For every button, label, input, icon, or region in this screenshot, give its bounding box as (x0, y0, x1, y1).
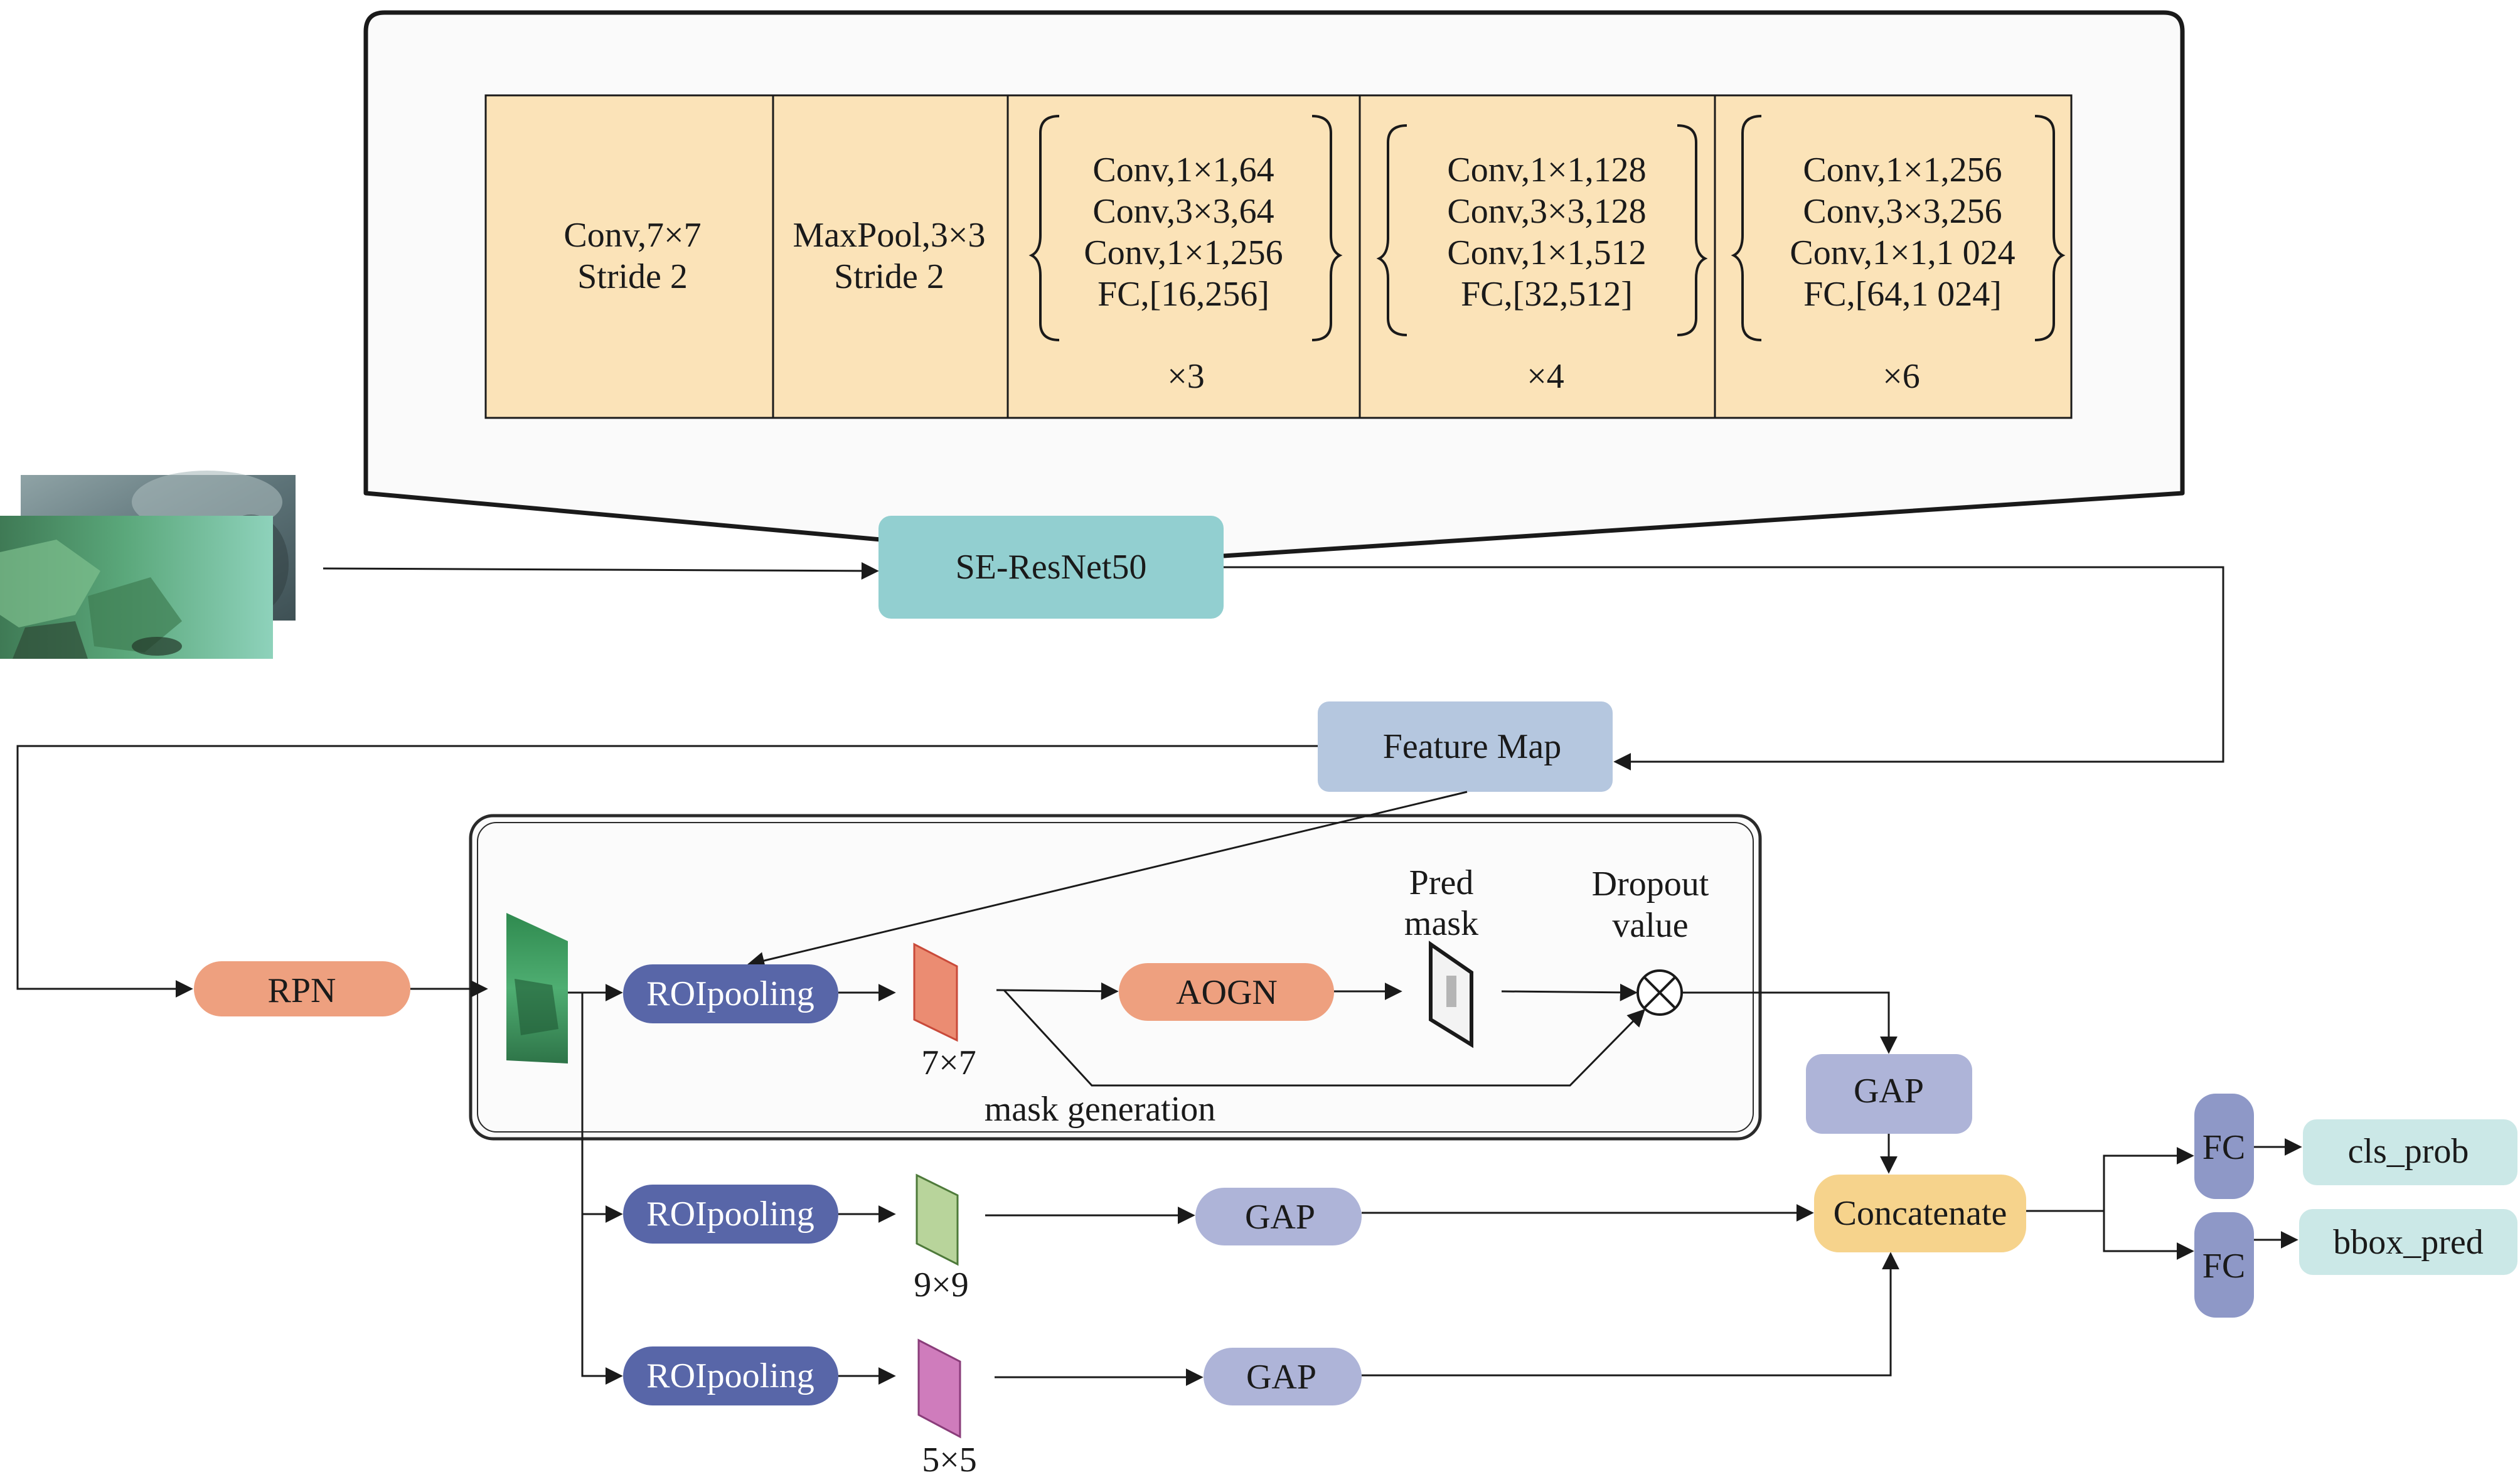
brace-left-icon (1028, 115, 1060, 341)
pred-mask-label-line-1: mask (1404, 904, 1478, 943)
stage-4-line-2: Conv,1×1,1 024 (1790, 233, 2015, 272)
stage-2-line-3: FC,[16,256] (1097, 275, 1269, 314)
roipooling-label-2: ROIpooling (646, 1195, 814, 1234)
rpn-block (194, 961, 410, 1016)
aogn-label: AOGN (1176, 973, 1278, 1012)
fc-block-cls (2194, 1094, 2254, 1199)
brace-right-icon (1677, 124, 1708, 336)
fc-label-cls: FC (2202, 1128, 2246, 1167)
cls-prob-label: cls_prob (2348, 1132, 2469, 1171)
gap-block-mask (1806, 1054, 1972, 1134)
mask-generation-label: mask generation (985, 1090, 1216, 1129)
stage-0-line-0: Conv,7×7 (563, 216, 701, 255)
stage-4-line-1: Conv,3×3,256 (1803, 192, 2002, 231)
stage-1-line-1: Stride 2 (834, 257, 944, 296)
size-5x5-label: 5×5 (922, 1441, 977, 1479)
gap-label-9x9: GAP (1245, 1198, 1315, 1237)
stage-2-line-1: Conv,3×3,64 (1092, 192, 1274, 231)
pred-mask-label-line-0: Pred (1409, 863, 1474, 902)
bbox-pred-label: bbox_pred (2333, 1223, 2484, 1262)
multiply-icon (1636, 969, 1683, 1016)
input-images (0, 471, 296, 659)
rpn-label: RPN (268, 971, 336, 1010)
feature-map-label: Feature Map (1383, 727, 1562, 766)
pred-mask-icon (1429, 941, 1473, 1048)
stage-0-line-1: Stride 2 (577, 257, 688, 296)
stage-4-line-3: FC,[64,1 024] (1803, 275, 2002, 314)
roipooling-label-1: ROIpooling (646, 974, 814, 1013)
stage-1-line-0: MaxPool,3×3 (793, 216, 986, 255)
stage-2-repeat: ×3 (1167, 357, 1205, 396)
stage-4-line-0: Conv,1×1,256 (1803, 151, 2002, 189)
gap-block-5x5 (1204, 1348, 1362, 1405)
brace-right-icon (1311, 115, 1343, 341)
roipooling-block-3 (623, 1346, 838, 1405)
roipooling-block-1 (623, 964, 838, 1023)
brace-right-icon (2034, 115, 2066, 341)
stage-4-repeat: ×6 (1882, 357, 1920, 396)
stage-3-line-2: Conv,1×1,512 (1447, 233, 1646, 272)
roi-feature-image (506, 913, 568, 1064)
stage-3-repeat: ×4 (1527, 357, 1564, 396)
bbox-pred-output (2299, 1209, 2517, 1275)
fc-block-bbox (2194, 1212, 2254, 1318)
size-9x9-label: 9×9 (914, 1266, 969, 1304)
se-resnet50-label: SE-ResNet50 (956, 548, 1147, 587)
se-resnet50-block (878, 516, 1224, 619)
dropout-value-label-line-0: Dropout (1592, 865, 1709, 904)
feature-5x5-icon (917, 1338, 961, 1439)
brace-left-icon (1376, 124, 1407, 336)
backbone-table (484, 94, 2073, 419)
stage-3-line-1: Conv,3×3,128 (1447, 192, 1646, 231)
feature-9x9-icon (916, 1173, 959, 1266)
gap-block-9x9 (1195, 1188, 1362, 1245)
cls-prob-output (2303, 1119, 2517, 1185)
feature-map-block (1318, 701, 1613, 792)
aogn-block (1119, 963, 1334, 1021)
feature-7x7-icon (913, 942, 958, 1042)
concatenate-block (1814, 1175, 2026, 1252)
stage-3-line-0: Conv,1×1,128 (1447, 151, 1646, 189)
dropout-value-label-line-1: value (1612, 906, 1688, 945)
concatenate-label: Concatenate (1834, 1194, 2007, 1233)
stage-3-line-3: FC,[32,512] (1461, 275, 1633, 314)
gap-label-mask: GAP (1854, 1072, 1924, 1111)
fc-label-bbox: FC (2202, 1247, 2246, 1286)
stage-2-line-0: Conv,1×1,64 (1092, 151, 1274, 189)
size-7x7-label: 7×7 (921, 1043, 976, 1082)
roipooling-block-2 (623, 1185, 838, 1244)
roipooling-label-3: ROIpooling (646, 1357, 814, 1395)
gap-label-5x5: GAP (1246, 1358, 1316, 1397)
brace-left-icon (1731, 115, 1762, 341)
stage-2-line-2: Conv,1×1,256 (1084, 233, 1283, 272)
mask-generation-frame (469, 814, 1762, 1141)
